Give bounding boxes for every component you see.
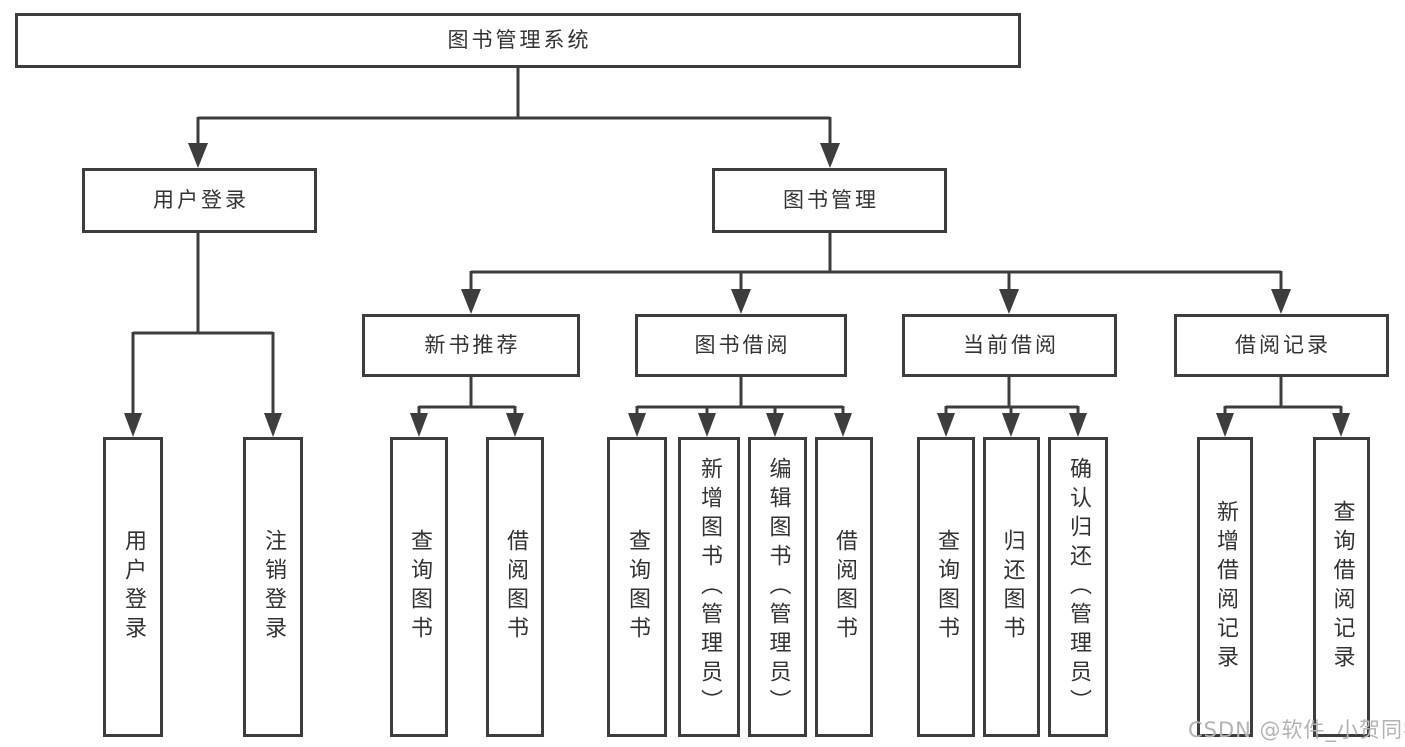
leaf-current-query-books-label: 查询图书 — [934, 529, 959, 645]
node-new-book-recommend: 新书推荐 — [362, 314, 580, 377]
leaf-records-add-record-label: 新增借阅记录 — [1213, 500, 1238, 674]
leaf-records-add-record: 新增借阅记录 — [1197, 437, 1253, 737]
node-book-management: 图书管理 — [712, 168, 947, 233]
node-user-login: 用户登录 — [82, 168, 317, 233]
leaf-current-confirm-return-admin-label: 确认归还（管理员） — [1066, 456, 1091, 718]
node-book-borrow: 图书借阅 — [635, 314, 847, 377]
leaf-records-query-record: 查询借阅记录 — [1313, 437, 1370, 737]
leaf-newbook-query-books-label: 查询图书 — [407, 529, 432, 645]
leaf-borrow-query-books: 查询图书 — [607, 437, 667, 737]
node-current-borrow: 当前借阅 — [902, 314, 1117, 377]
node-root-library-system: 图书管理系统 — [15, 13, 1021, 68]
leaf-borrow-add-books-admin: 新增图书（管理员） — [678, 437, 740, 737]
leaf-user-login: 用户登录 — [103, 437, 163, 737]
leaf-current-confirm-return-admin: 确认归还（管理员） — [1048, 437, 1108, 737]
leaf-logout-label: 注销登录 — [261, 529, 286, 645]
leaf-current-query-books: 查询图书 — [917, 437, 975, 737]
leaf-borrow-borrow-books-label: 借阅图书 — [832, 529, 857, 645]
csdn-watermark: CSDN @软件_小贺同学 — [1188, 718, 1405, 742]
leaf-borrow-edit-books-admin: 编辑图书（管理员） — [748, 437, 807, 737]
leaf-user-login-label: 用户登录 — [121, 529, 146, 645]
leaf-newbook-borrow-books-label: 借阅图书 — [503, 529, 528, 645]
leaf-current-return-books: 归还图书 — [983, 437, 1040, 737]
leaf-newbook-borrow-books: 借阅图书 — [486, 437, 544, 737]
leaf-newbook-query-books: 查询图书 — [390, 437, 448, 737]
leaf-current-return-books-label: 归还图书 — [999, 529, 1025, 645]
leaf-borrow-borrow-books: 借阅图书 — [815, 437, 873, 737]
leaf-logout: 注销登录 — [243, 437, 303, 737]
leaf-borrow-query-books-label: 查询图书 — [625, 529, 650, 645]
leaf-borrow-add-books-admin-label: 新增图书（管理员） — [697, 456, 722, 718]
node-borrow-records: 借阅记录 — [1174, 314, 1389, 377]
leaf-records-query-record-label: 查询借阅记录 — [1329, 500, 1355, 674]
leaf-borrow-edit-books-admin-label: 编辑图书（管理员） — [765, 456, 791, 718]
